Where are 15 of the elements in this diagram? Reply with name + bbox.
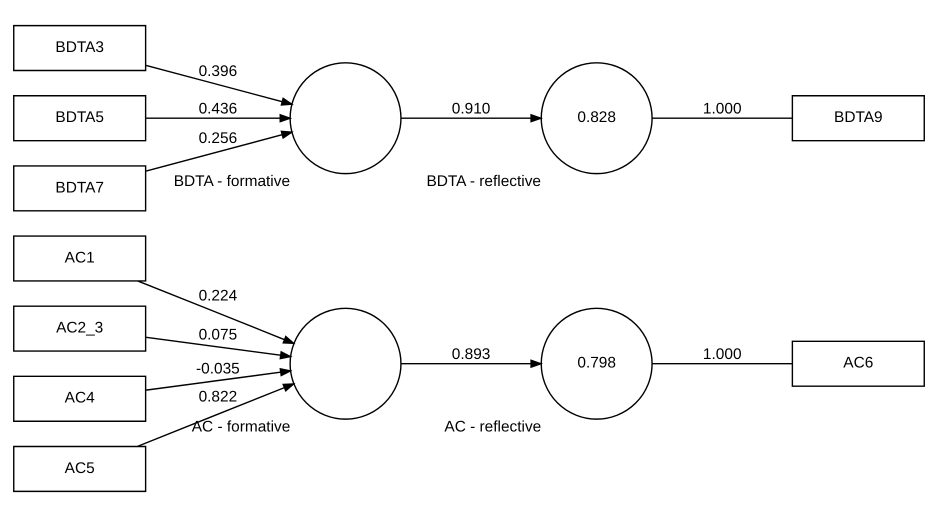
edge-label: 0.396	[198, 62, 238, 80]
edge-label: 1.000	[702, 346, 742, 364]
edge-label: 0.822	[198, 388, 238, 406]
edge-label: 0.256	[198, 130, 238, 148]
node-label: AC - formative	[192, 418, 290, 436]
edge-label: 0.436	[198, 100, 238, 118]
node-label: BDTA - formative	[174, 172, 290, 190]
edge-label: 0.893	[452, 346, 490, 364]
node-label: BDTA - reflective	[426, 172, 542, 190]
edge-label: -0.035	[196, 360, 240, 378]
edge-label: 0.224	[198, 287, 238, 304]
edge-label: 0.075	[198, 326, 238, 344]
edge-label: 0.910	[452, 100, 490, 118]
edge-label: 1.000	[702, 100, 742, 118]
node-label: AC - reflective	[444, 418, 542, 436]
